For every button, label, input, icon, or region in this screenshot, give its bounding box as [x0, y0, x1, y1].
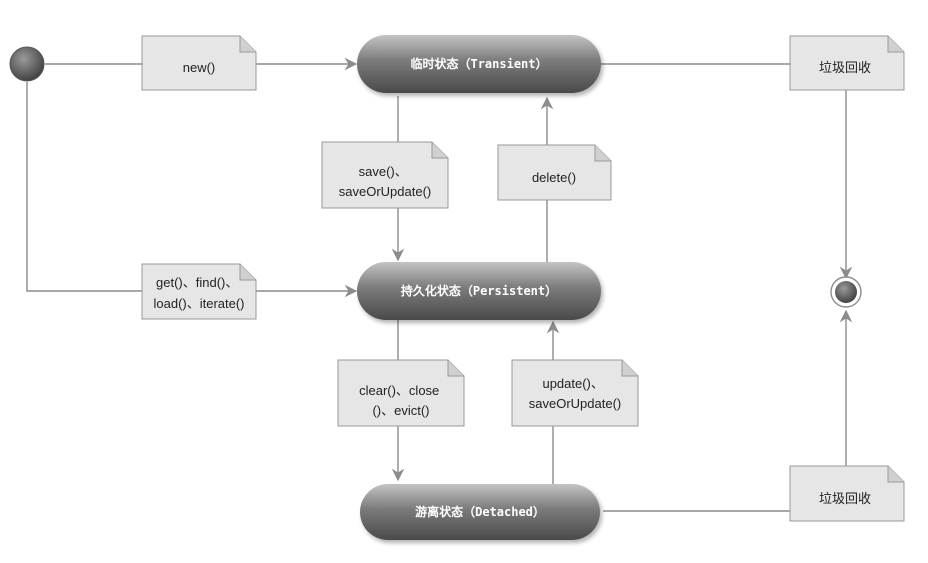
state-persistent: 持久化状态（Persistent）: [357, 262, 601, 320]
note-get-line-1: get()、find()、: [156, 275, 238, 290]
note-delete: delete(): [497, 144, 612, 201]
svg-text:垃圾回收: 垃圾回收: [819, 492, 871, 507]
note-gc-bottom: 垃圾回收: [789, 465, 905, 522]
note-update-line-1: update()、: [542, 376, 603, 391]
svg-text:垃圾回收: 垃圾回收: [819, 61, 871, 76]
note-gc-top-line-1: 垃圾回收: [819, 61, 871, 76]
state-detached-label: 游离状态（Detached）: [415, 504, 545, 519]
note-clear-line-2: ()、evict(): [372, 403, 429, 418]
note-save-line-2: saveOrUpdate(): [339, 184, 431, 199]
edge-gc-top: [600, 63, 853, 280]
svg-text:new(): new(): [183, 60, 216, 75]
state-transient: 临时状态（Transient）: [357, 35, 601, 93]
note-delete-line-1: delete(): [532, 170, 576, 185]
note-clear-line-1: clear()、close: [359, 383, 439, 398]
edge-get: [26, 82, 358, 298]
svg-text:get()、find()、 load()、ite: get()、find()、 load()、iterate(): [153, 275, 244, 311]
state-persistent-label: 持久化状态（Persistent）: [401, 283, 557, 298]
state-detached: 游离状态（Detached）: [360, 484, 600, 540]
note-update: update()、 saveOrUpdate(): [511, 359, 639, 427]
state-transient-label: 临时状态（Transient）: [410, 56, 547, 71]
note-save-line-1: save()、: [359, 164, 408, 179]
initial-node: [9, 46, 45, 82]
note-clear: clear()、close ()、evict(): [337, 359, 465, 427]
final-node: [830, 276, 862, 308]
svg-text:update()、 saveOrUpdate(): update()、 saveOrUpdate(): [529, 376, 621, 411]
note-gc-bottom-line-1: 垃圾回收: [819, 492, 871, 507]
note-save: save()、 saveOrUpdate(): [321, 141, 449, 209]
note-gc-top: 垃圾回收: [789, 35, 905, 91]
svg-text:clear()、close ()、evict(): clear()、close ()、evict(): [359, 383, 443, 418]
note-new-line-1: new(): [183, 60, 216, 75]
note-update-line-2: saveOrUpdate(): [529, 396, 621, 411]
svg-text:delete(): delete(): [532, 170, 576, 185]
note-get-line-2: load()、iterate(): [153, 296, 244, 311]
note-get: get()、find()、 load()、iterate(): [141, 263, 257, 320]
note-new: new(): [141, 35, 257, 91]
svg-text:save()、 saveOrUpdate(): save()、 saveOrUpdate(): [339, 164, 431, 199]
